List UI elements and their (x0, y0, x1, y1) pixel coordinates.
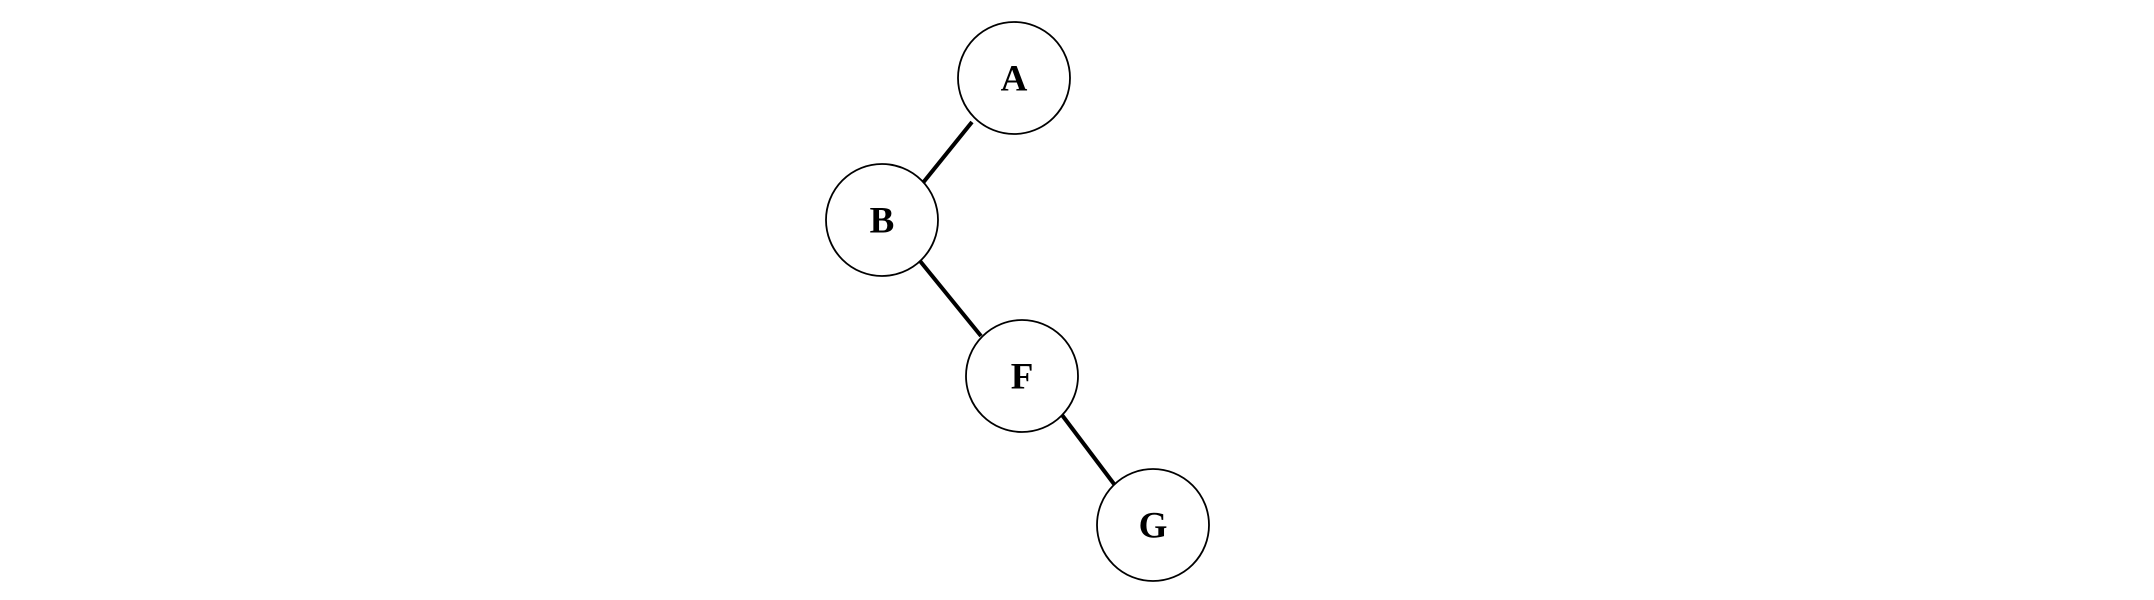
node-circle-g[interactable] (1096, 468, 1210, 582)
node-circle-b[interactable] (825, 163, 939, 277)
graph-node-f[interactable]: F (965, 319, 1079, 433)
graph-node-g[interactable]: G (1096, 468, 1210, 582)
edge-layer (918, 120, 1116, 486)
node-circle-a[interactable] (957, 21, 1071, 135)
graph-edge-f-g (1060, 413, 1116, 486)
graph-edge-b-f (918, 259, 983, 338)
graph-node-b[interactable]: B (825, 163, 939, 277)
node-circle-f[interactable] (965, 319, 1079, 433)
graph-edge-a-b (920, 120, 974, 186)
graph-node-a[interactable]: A (957, 21, 1071, 135)
